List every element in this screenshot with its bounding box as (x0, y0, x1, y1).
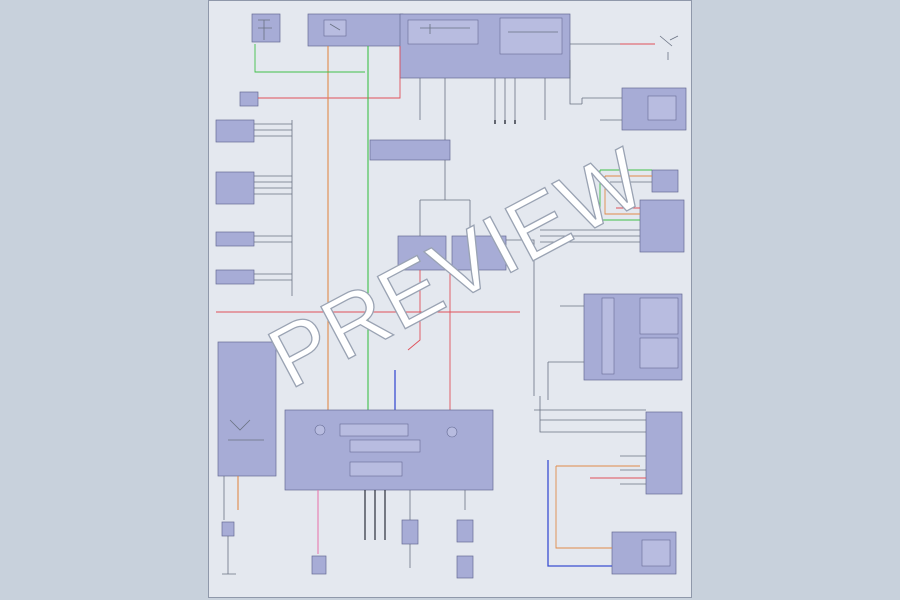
left-connector-group-4 (215, 269, 292, 285)
connector-bottom-left (311, 555, 327, 575)
watermark-text: PREVIEW (254, 129, 662, 407)
right-module-1 (581, 87, 687, 131)
right-module-4 (547, 293, 683, 400)
right-module-6 (611, 531, 677, 575)
fuse-relay-block-top (307, 13, 404, 47)
center-module-left (397, 235, 447, 271)
center-connector-upper (369, 139, 451, 161)
left-connector-group-1 (215, 119, 292, 143)
module-left-top (239, 91, 259, 107)
main-control-module (284, 409, 494, 491)
right-sensor-2 (600, 169, 679, 193)
right-module-5 (620, 411, 683, 495)
center-module-right (451, 235, 507, 271)
connector-bottom-right-1 (456, 519, 474, 543)
switch-top-right (570, 35, 679, 60)
right-module-3 (540, 170, 685, 253)
ac-relay-block (399, 13, 571, 79)
connector-bottom-mid (401, 519, 419, 568)
left-lower-module (217, 341, 277, 477)
left-connector-group-2 (215, 171, 292, 205)
ground-connector-left (221, 521, 236, 575)
connector-bottom-right-2 (456, 555, 474, 579)
fuse-block-top-left (251, 13, 281, 43)
left-connector-group-3 (215, 231, 292, 247)
